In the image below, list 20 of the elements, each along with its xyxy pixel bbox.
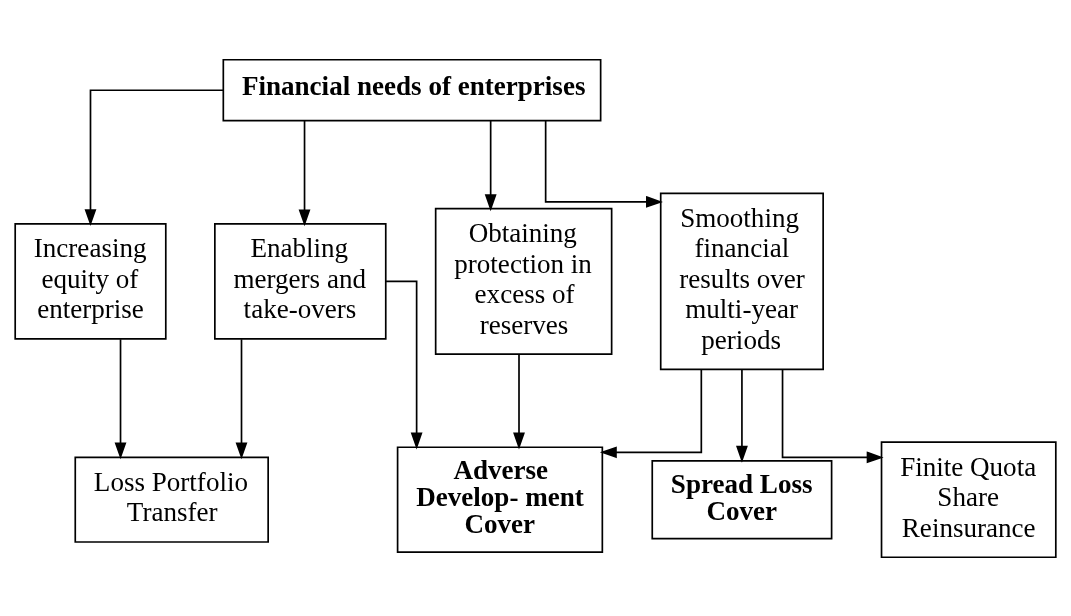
arrow xyxy=(385,280,423,449)
arrow xyxy=(781,368,884,463)
node-box: Financial needs of enterprises xyxy=(222,58,602,122)
arrow xyxy=(484,119,497,211)
node-box: Enabling mergers and take-overs xyxy=(214,222,387,340)
arrow xyxy=(235,338,248,459)
arrow xyxy=(298,119,311,226)
node-box: Smoothing financial results over multi-year periods xyxy=(659,192,824,370)
arrow xyxy=(114,338,127,459)
node-box: Adverse Develop- ment Cover xyxy=(396,445,604,553)
arrow xyxy=(544,119,663,208)
arrow xyxy=(736,368,748,463)
node-box: Loss Portfolio Transfer xyxy=(74,456,269,543)
arrow xyxy=(513,353,525,449)
node-box: Finite Quota Share Reinsurance xyxy=(880,440,1057,558)
node-box: Spread Loss Cover xyxy=(651,459,833,539)
node-box: Increasing equity of enterprise xyxy=(14,222,167,340)
arrow xyxy=(84,88,224,226)
node-box: Obtaining protection in excess of reserves xyxy=(434,207,613,355)
arrow xyxy=(599,368,703,458)
